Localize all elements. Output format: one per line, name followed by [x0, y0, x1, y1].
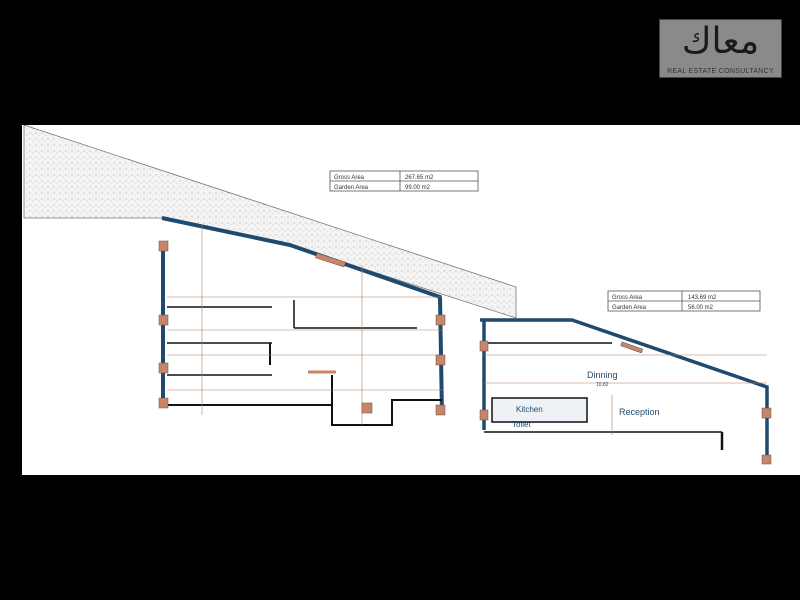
- left-garden-area-label: Garden Area: [334, 185, 369, 191]
- floor-plan-drawing: Gross Area 267.65 m2 Garden Area 99.00 m…: [23, 124, 772, 465]
- room-label-toilet: Toilet: [512, 420, 531, 429]
- floor-plan-sheet: Gross Area 267.65 m2 Garden Area 99.00 m…: [22, 124, 800, 475]
- room-dim-dining: 10.82: [596, 382, 609, 388]
- room-label-reception: Reception: [619, 407, 660, 417]
- left-area-table: Gross Area 267.65 m2 Garden Area 99.00 m…: [329, 170, 479, 192]
- company-logo: معاك REAL ESTATE CONSULTANCY: [659, 19, 782, 78]
- left-gross-area-label: Gross Area: [334, 175, 365, 181]
- right-area-table: Gross Area 143.69 m2 Garden Area 56.00 m…: [607, 290, 761, 312]
- logo-arabic: معاك: [681, 21, 760, 62]
- left-garden-area-value: 99.00 m2: [405, 185, 431, 191]
- room-label-dining: Dinning: [587, 370, 618, 380]
- right-unit: Dinning 10.82 Reception Kitchen Toilet: [479, 318, 772, 465]
- right-garden-area-label: Garden Area: [612, 305, 647, 311]
- left-gross-area-value: 267.65 m2: [405, 175, 434, 181]
- logo-tagline: REAL ESTATE CONSULTANCY: [667, 68, 774, 75]
- right-garden-area-value: 56.00 m2: [688, 305, 714, 311]
- left-unit: [158, 216, 446, 426]
- garden-hatch: [23, 124, 517, 319]
- right-gross-area-value: 143.69 m2: [688, 295, 717, 301]
- right-gross-area-label: Gross Area: [612, 295, 643, 301]
- room-label-kitchen: Kitchen: [516, 405, 543, 414]
